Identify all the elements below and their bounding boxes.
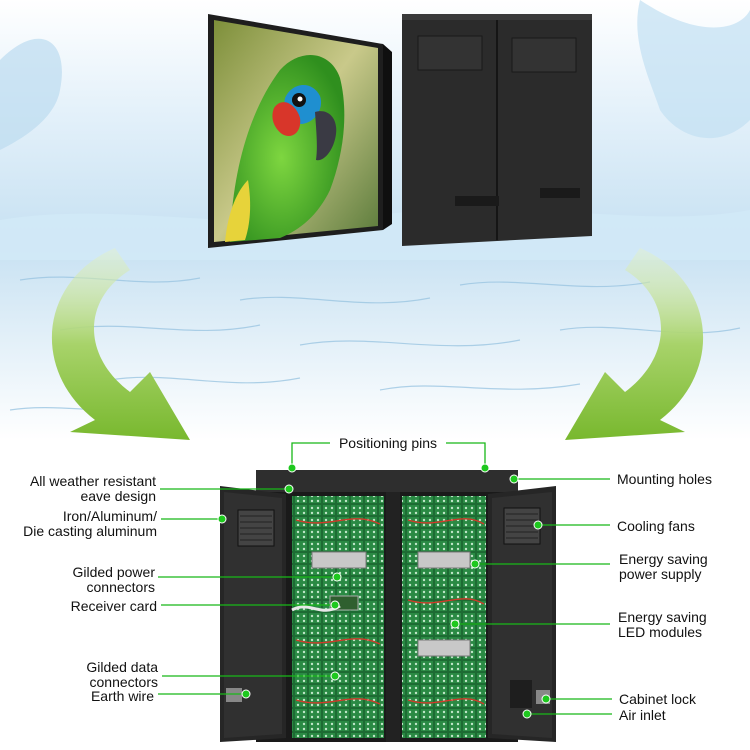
callout-dot — [217, 514, 227, 524]
label-earth-wire: Earth wire — [90, 688, 154, 704]
label-air-inlet: Air inlet — [619, 707, 666, 723]
label-gilded-power-line2: connectors — [86, 579, 155, 595]
callout-dots — [217, 463, 551, 719]
callout-dot — [330, 600, 340, 610]
callout-dot — [284, 484, 294, 494]
label-receiver-card: Receiver card — [70, 598, 157, 614]
label-mounting-holes: Mounting holes — [617, 471, 712, 487]
open-cabinet — [220, 470, 556, 742]
callout-dot — [480, 463, 490, 473]
label-eave-line2: eave design — [80, 488, 156, 504]
label-iron-line2: Die casting aluminum — [23, 523, 157, 539]
label-gilded-data-line2: connectors — [89, 674, 158, 690]
leader-lines — [158, 442, 612, 715]
label-cabinet-lock: Cabinet lock — [619, 691, 697, 707]
callout-dot — [450, 619, 460, 629]
callout-dot — [470, 559, 480, 569]
callout-dot — [287, 463, 297, 473]
label-gilded-data-line1: Gilded data — [86, 659, 158, 675]
label-eave-line1: All weather resistant — [29, 473, 156, 489]
label-led-modules-line1: Energy saving — [618, 609, 707, 625]
callout-dot — [241, 689, 251, 699]
label-led-modules-line2: LED modules — [618, 624, 703, 640]
label-power-supply-line2: power supply — [619, 566, 702, 582]
curved-arrow-right — [565, 248, 704, 440]
callout-dot — [330, 671, 340, 681]
callout-dot — [541, 694, 551, 704]
label-positioning-pins: Positioning pins — [338, 435, 438, 451]
label-gilded-power-line1: Gilded power — [72, 564, 156, 580]
callout-dot — [522, 709, 532, 719]
label-cooling-fans: Cooling fans — [617, 518, 695, 534]
callout-dot — [509, 474, 519, 484]
label-iron-line1: Iron/Aluminum/ — [62, 508, 157, 524]
callout-dot — [533, 520, 543, 530]
label-power-supply-line1: Energy saving — [619, 551, 708, 567]
callout-dot — [332, 572, 342, 582]
curved-arrow-left — [51, 248, 190, 440]
